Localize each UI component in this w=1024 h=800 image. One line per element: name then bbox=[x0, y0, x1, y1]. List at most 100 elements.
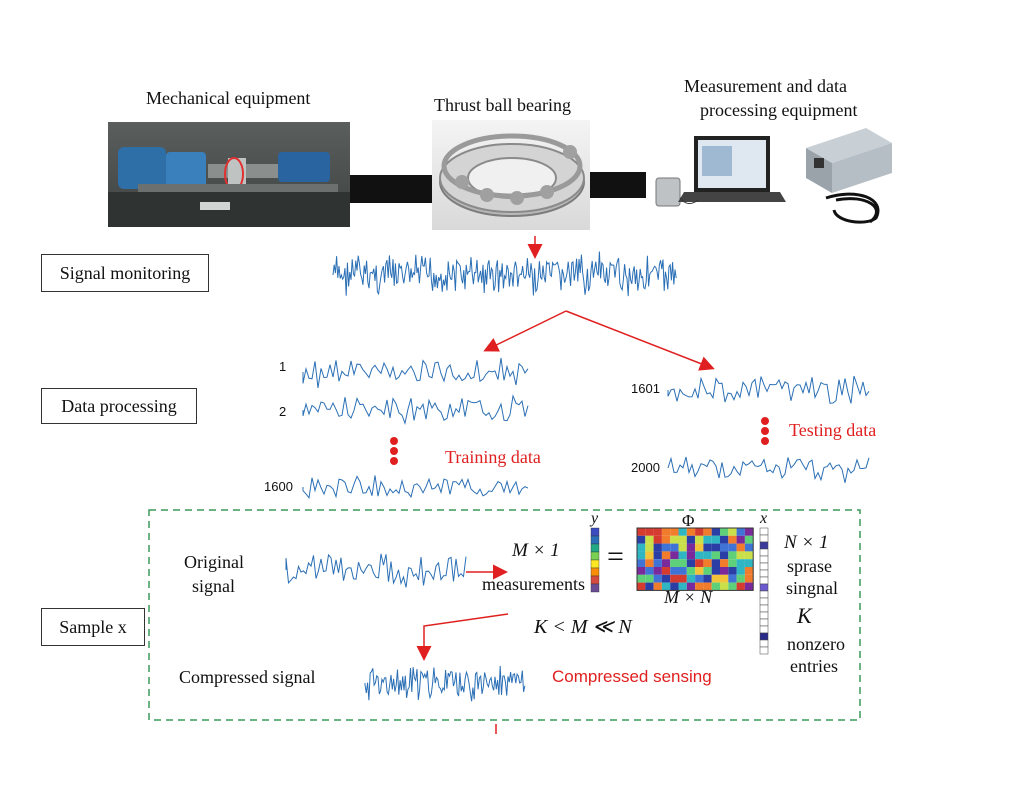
y-vector-cell bbox=[590, 575, 600, 585]
mechanical-equipment-label: Mechanical equipment bbox=[146, 88, 311, 108]
phi-matrix bbox=[636, 527, 754, 591]
y-vector-cell bbox=[590, 559, 600, 569]
x-vector-cell bbox=[759, 527, 769, 536]
x-vector-cell bbox=[759, 569, 769, 578]
phi-matrix-cell bbox=[728, 567, 737, 575]
phi-matrix-cell bbox=[695, 582, 704, 591]
thrust-ball-bearing-photo bbox=[432, 120, 590, 230]
measurement-label-line2: processing equipment bbox=[700, 100, 858, 120]
training-label-1600: 1600 bbox=[264, 479, 293, 494]
phi-matrix-cell bbox=[661, 567, 671, 575]
daq-device-photo bbox=[796, 118, 896, 228]
phi-matrix-cell bbox=[645, 535, 654, 544]
training-ellipsis-dot bbox=[390, 457, 398, 465]
phi-matrix-cell bbox=[645, 574, 654, 583]
compressed-sensing-panel bbox=[148, 509, 861, 721]
connector-bar-right bbox=[590, 172, 646, 198]
inequality-label: K < M ≪ N bbox=[534, 616, 632, 638]
phi-matrix-cell bbox=[653, 543, 662, 552]
phi-matrix-cell bbox=[637, 559, 646, 567]
x-vector-cell bbox=[759, 604, 769, 613]
waveform-line bbox=[364, 665, 526, 702]
phi-matrix-cell bbox=[744, 535, 754, 544]
phi-matrix-cell bbox=[744, 567, 754, 575]
phi-matrix-cell bbox=[678, 582, 687, 591]
data-processing-box: Data processing bbox=[41, 388, 197, 424]
phi-matrix-cell bbox=[645, 582, 654, 591]
phi-matrix-border bbox=[636, 527, 754, 591]
x-vector-cell bbox=[759, 639, 769, 648]
mechanical-equipment-photo bbox=[108, 122, 350, 227]
phi-matrix-cell bbox=[728, 528, 737, 536]
m-by-1-label: M × 1 bbox=[512, 540, 560, 561]
testing-signal-1601 bbox=[667, 375, 870, 404]
x-vector-cell bbox=[759, 548, 769, 557]
phi-matrix-cell bbox=[728, 559, 737, 567]
y-vector-cell bbox=[590, 583, 600, 593]
connector-bar-left bbox=[350, 175, 432, 203]
phi-matrix-cell bbox=[637, 574, 646, 583]
testing-data-caption: Testing data bbox=[789, 420, 877, 440]
phi-matrix-cell bbox=[678, 543, 687, 552]
m-by-n-label: M × N bbox=[664, 587, 713, 607]
compressed-signal-waveform bbox=[364, 665, 526, 702]
phi-matrix-cell bbox=[711, 574, 720, 583]
phi-matrix-cell bbox=[711, 543, 720, 552]
phi-matrix-cell bbox=[720, 551, 729, 560]
x-vector-cell bbox=[759, 625, 769, 634]
phi-matrix-cell bbox=[711, 535, 720, 544]
phi-matrix-cell bbox=[661, 543, 671, 552]
testing-ellipsis-dot bbox=[761, 427, 769, 435]
signal-monitoring-box: Signal monitoring bbox=[41, 254, 209, 292]
phi-matrix-cell bbox=[728, 543, 737, 552]
phi-matrix-cell bbox=[736, 551, 745, 560]
phi-matrix-cell bbox=[695, 574, 704, 583]
phi-matrix-cell bbox=[728, 551, 737, 560]
phi-matrix-cell bbox=[645, 528, 654, 536]
phi-matrix-cell bbox=[653, 567, 662, 575]
training-ellipsis-dot bbox=[390, 447, 398, 455]
y-vector-cell bbox=[590, 567, 600, 577]
phi-matrix-cell bbox=[645, 567, 654, 575]
phi-matrix-cell bbox=[720, 535, 729, 544]
equals-sign: = bbox=[607, 540, 624, 573]
phi-matrix-cell bbox=[703, 559, 712, 567]
nonzero-label-line2: entries bbox=[790, 656, 838, 676]
phi-matrix-cell bbox=[703, 528, 712, 536]
phi-matrix-cell bbox=[653, 582, 662, 591]
phi-matrix-cell bbox=[661, 535, 671, 544]
original-signal-waveform bbox=[285, 553, 467, 588]
phi-matrix-cell bbox=[720, 582, 729, 591]
phi-matrix-cell bbox=[670, 543, 679, 552]
training-signal-1600 bbox=[302, 475, 529, 500]
phi-matrix-cell bbox=[736, 543, 745, 552]
y-measurement-vector bbox=[590, 527, 600, 593]
phi-matrix-cell bbox=[736, 528, 745, 536]
phi-matrix-cell bbox=[637, 543, 646, 552]
monitoring-signal bbox=[332, 251, 677, 297]
phi-matrix-cell bbox=[661, 528, 671, 536]
y-vector-cell bbox=[590, 527, 600, 537]
compressed-sensing-label: Compressed sensing bbox=[552, 667, 712, 686]
training-signal-2 bbox=[302, 394, 529, 425]
waveform-line bbox=[285, 553, 467, 588]
phi-matrix-cell bbox=[695, 559, 704, 567]
phi-matrix-cell bbox=[678, 528, 687, 536]
x-vector-cell bbox=[759, 534, 769, 543]
phi-matrix-cell bbox=[736, 567, 745, 575]
phi-matrix-cell bbox=[703, 535, 712, 544]
phi-matrix-cell bbox=[711, 582, 720, 591]
x-vector-cell bbox=[759, 632, 769, 641]
phi-matrix-cell bbox=[670, 535, 679, 544]
phi-matrix-cell bbox=[711, 528, 720, 536]
phi-matrix-cell bbox=[744, 574, 754, 583]
phi-matrix-cell bbox=[661, 559, 671, 567]
phi-matrix-cell bbox=[678, 559, 687, 567]
training-data-caption: Training data bbox=[445, 447, 541, 467]
original-signal-label-line2: signal bbox=[192, 576, 235, 596]
phi-matrix-cell bbox=[645, 543, 654, 552]
arrow-to-testing bbox=[565, 310, 715, 371]
testing-ellipsis-dot bbox=[761, 437, 769, 445]
phi-matrix-cell bbox=[686, 567, 696, 575]
